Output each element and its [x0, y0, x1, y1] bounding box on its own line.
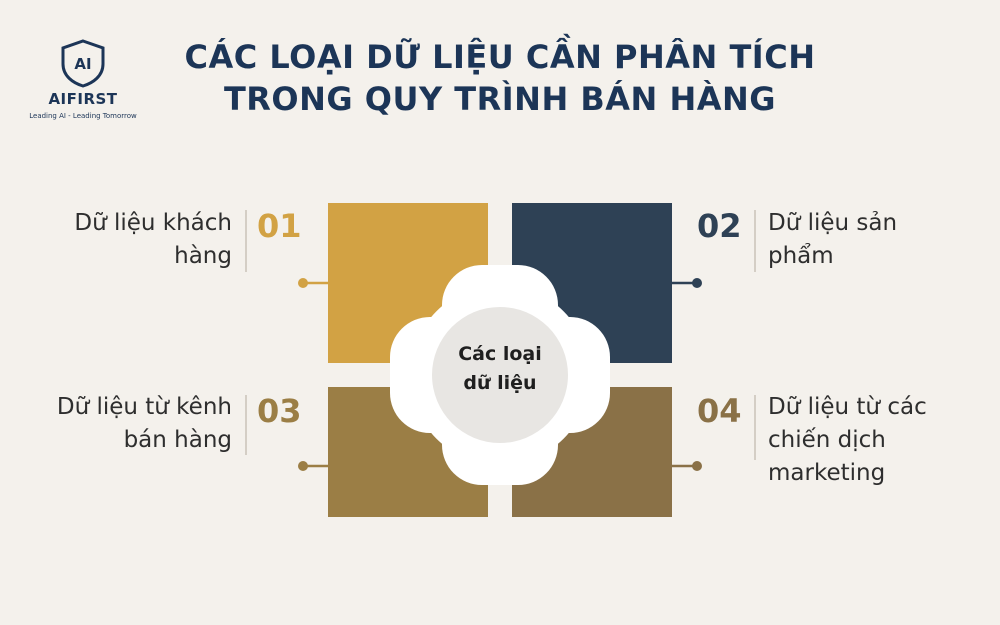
brand-tagline: Leading AI - Leading Tomorrow: [29, 112, 137, 120]
item-label-02-line-1: Dữ liệu sản: [768, 210, 898, 236]
item-label-03-line-1: Dữ liệu từ kênh: [56, 394, 232, 420]
center-label-line-1: Các loại: [458, 343, 542, 365]
title-line-1: CÁC LOẠI DỮ LIỆU CẦN PHÂN TÍCH: [184, 38, 816, 76]
item-label-04-line-1: Dữ liệu từ các: [768, 394, 927, 420]
center-label-line-2: dữ liệu: [463, 372, 537, 394]
connector-dot-02: [692, 278, 702, 288]
item-label-01-line-2: hàng: [174, 243, 232, 269]
item-label-04-line-3: marketing: [768, 460, 886, 486]
connector-dot-03: [298, 461, 308, 471]
item-number-02: 02: [697, 207, 742, 245]
item-label-04-line-2: chiến dịch: [768, 427, 886, 453]
page-title: CÁC LOẠI DỮ LIỆU CẦN PHÂN TÍCH TRONG QUY…: [150, 36, 850, 120]
item-number-03: 03: [257, 392, 302, 430]
connector-dot-04: [692, 461, 702, 471]
item-label-02-line-2: phẩm: [768, 243, 834, 269]
item-label-04: Dữ liệu từ các chiến dịch marketing: [768, 391, 927, 490]
item-label-01-line-1: Dữ liệu khách: [74, 210, 232, 236]
item-number-04: 04: [697, 392, 742, 430]
connector-dot-01: [298, 278, 308, 288]
center-label: Các loại dữ liệu: [432, 340, 568, 398]
item-label-01: Dữ liệu khách hàng: [74, 207, 232, 273]
logo-mark: AI: [74, 55, 91, 73]
center-circle: [432, 307, 568, 443]
brand-logo: AI AIFIRST Leading AI - Leading Tomorrow: [28, 38, 138, 120]
connectors: [298, 278, 702, 471]
item-number-01: 01: [257, 207, 302, 245]
item-label-03: Dữ liệu từ kênh bán hàng: [57, 391, 232, 457]
item-label-02: Dữ liệu sản phẩm: [768, 207, 897, 273]
brand-name: AIFIRST: [48, 90, 118, 108]
label-separators: [245, 210, 756, 460]
shield-logo-icon: AI: [61, 39, 105, 88]
title-line-2: TRONG QUY TRÌNH BÁN HÀNG: [223, 80, 777, 118]
item-label-03-line-2: bán hàng: [123, 427, 232, 453]
